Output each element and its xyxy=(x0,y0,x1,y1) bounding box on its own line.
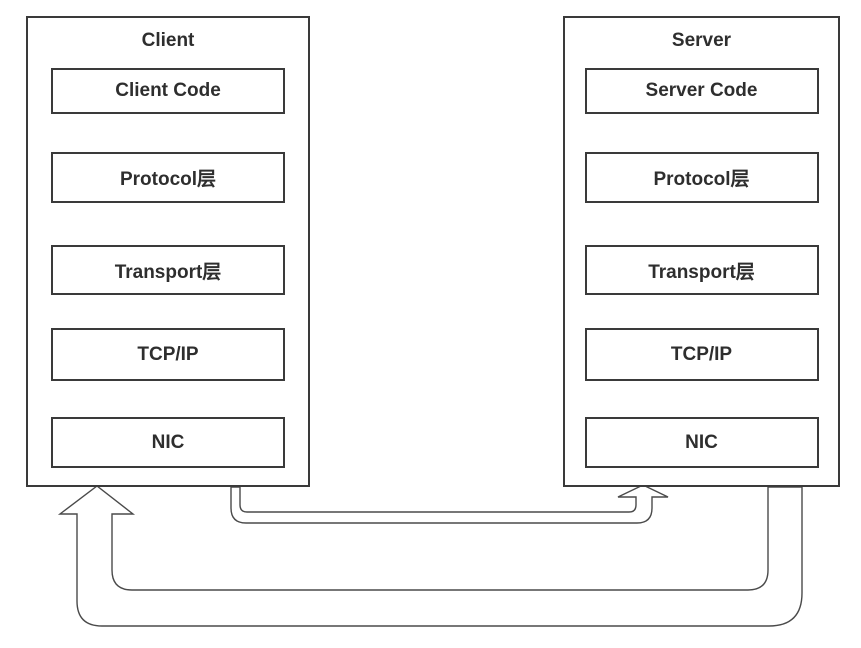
client-layer-client-code: Client Code xyxy=(51,68,285,114)
client-layer-transport: Transport层 xyxy=(51,245,285,295)
server-layer-server-code: Server Code xyxy=(584,68,819,114)
server-title: Server xyxy=(671,30,732,51)
client-box: Client Client Code Protocol层 Transport层 … xyxy=(26,16,310,487)
server-layer-protocol: Protocol层 xyxy=(584,152,819,203)
server-to-client-arrow xyxy=(57,485,803,627)
server-box: Server Server Code Protocol层 Transport层 … xyxy=(563,16,840,487)
client-layer-tcpip: TCP/IP xyxy=(51,328,285,381)
client-title: Client xyxy=(141,30,195,51)
server-layer-nic: NIC xyxy=(584,417,819,468)
server-layer-tcpip: TCP/IP xyxy=(584,328,819,381)
client-layer-nic: NIC xyxy=(51,417,285,468)
client-layer-protocol: Protocol层 xyxy=(51,152,285,203)
client-to-server-arrow xyxy=(230,484,669,524)
server-layer-transport: Transport层 xyxy=(584,245,819,295)
